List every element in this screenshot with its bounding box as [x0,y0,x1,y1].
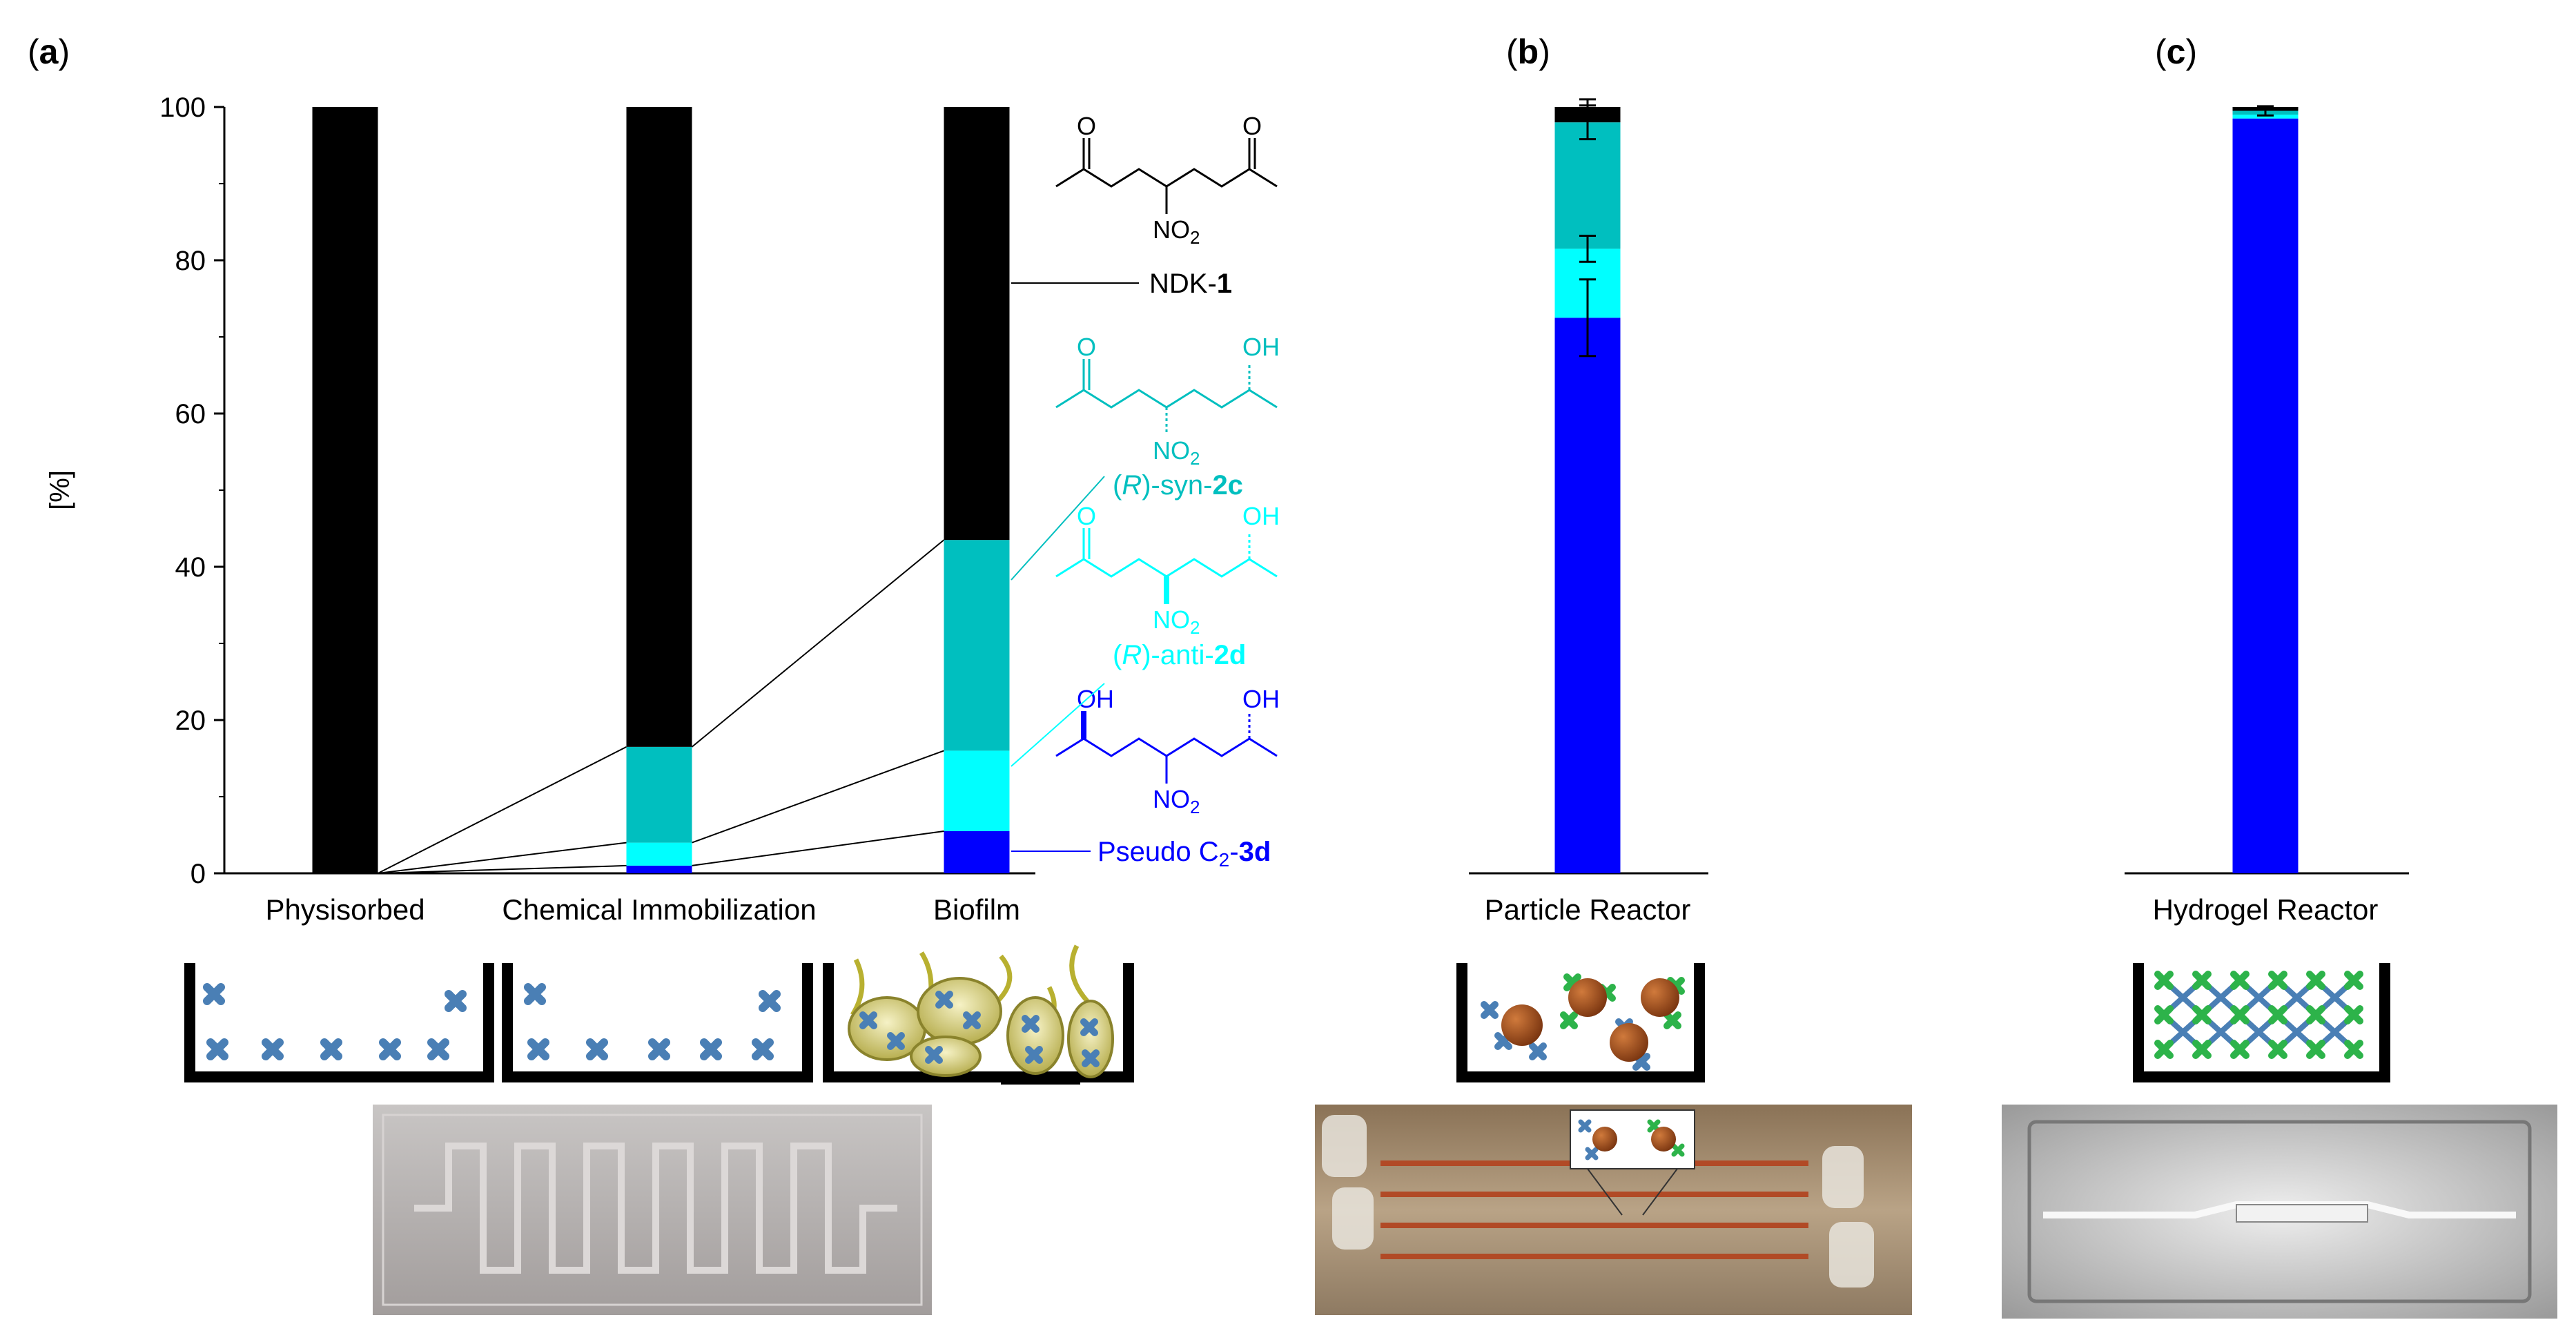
a-category-labels: Physisorbed Chemical Immobilization Biofil… [265,893,1020,926]
a-connector-line [378,864,627,874]
ndk1-no2: NO2 [1153,215,1200,248]
schematic-physisorbed [184,963,494,1082]
a-bar-segment-1-2 [944,750,1010,831]
mesh-node [2154,1005,2174,1024]
structure-syn2c [1055,359,1278,435]
a-bar-segment-1-1 [626,842,692,866]
mesh-node [2306,971,2325,990]
photo-chip-c [2002,1105,2557,1319]
a-connector-line [692,830,944,866]
a-y-axis-label: [%] [45,470,75,510]
b-category-label: Particle Reactor [1485,893,1691,926]
a-bar-segment-3-0 [312,107,378,873]
a-bar-segment-3-1 [626,107,692,747]
a-connector-line [378,842,627,874]
chart-c: Hydrogel Reactor [2125,105,2409,926]
a-bar-segment-2-2 [944,540,1010,751]
structure-pseudo3d [1055,711,1278,784]
mesh-node [2268,971,2287,990]
schematic-particle [1456,963,1705,1082]
pseudo3d-no2: NO2 [1153,785,1200,817]
a-bar-segment-0-2 [944,830,1010,873]
label-anti2d: (R)-anti-2d [1113,640,1246,670]
anti2d-no2: NO2 [1153,605,1200,638]
a-bar-segment-2-1 [626,746,692,843]
a-connectors [378,539,945,874]
syn2c-o: O [1077,333,1096,361]
hydrogel-mesh [2154,971,2363,1059]
schematic-hydrogel [2133,963,2390,1082]
b-bars [1554,107,1621,873]
mesh-node [2344,1040,2363,1059]
a-bar-segment-0-1 [626,865,692,873]
pseudo3d-oh-left: OH [1077,685,1114,713]
ndk1-o-right: O [1242,112,1262,140]
a-bars [312,107,1010,873]
a-y-tick-label: 100 [159,93,206,123]
schematic-biofilm [823,944,1134,1085]
ndk1-o-left: O [1077,112,1096,140]
label-syn2c: (R)-syn-2c [1113,470,1243,501]
panel-label-a: (a) [28,32,70,71]
syn2c-no2: NO2 [1153,436,1200,469]
mesh-node [2230,971,2250,990]
anti2d-oh: OH [1242,502,1280,530]
a-y-tick-label: 0 [191,859,206,889]
c-category-label: Hydrogel Reactor [2153,893,2379,926]
label-pseudo3d: Pseudo C2-3d [1097,837,1271,871]
a-y-tick-label: 80 [175,246,206,276]
a-category-label: Chemical Immobilization [502,893,816,926]
mesh-node [2230,1040,2250,1059]
label-ndk1: NDK-1 [1149,269,1232,299]
panel-label-c: (c) [2155,32,2197,71]
a-category-label: Biofilm [933,893,1020,926]
syn2c-leader [1011,476,1105,581]
mesh-node [2344,971,2363,990]
mesh-node [2268,1040,2287,1059]
chart-a: 0 20 40 60 80 100 [%] Physisorbed Chemical Imm… [45,93,1035,926]
a-y-tick-label: 20 [175,706,206,736]
mesh-node [2192,971,2212,990]
reactor-schematics [184,944,2390,1085]
photo-chip-a [373,1105,932,1315]
anti2d-leader [1011,683,1105,767]
structure-anti2d [1055,528,1278,604]
mesh-node [2306,1005,2325,1024]
mesh-node [2154,1040,2174,1059]
reactor-photos [373,1105,2557,1319]
mesh-node [2192,1005,2212,1024]
b-bar-segment-2 [1554,122,1621,249]
c-error-bars [2257,105,2274,117]
c-bar-segment-1 [2232,115,2299,119]
a-connector-line [378,746,627,874]
c-bar-segment-0 [2232,118,2299,873]
mesh-node [2344,1005,2363,1024]
a-y-tick-label: 40 [175,552,206,583]
a-category-label: Physisorbed [265,893,425,926]
a-connector-line [692,750,944,844]
enzyme-crosses-physisorbed [203,983,467,1060]
chart-b: Particle Reactor [1469,98,1708,926]
schematic-chemical [502,963,813,1082]
a-bar-segment-3-2 [944,107,1010,541]
pseudo3d-oh-right: OH [1242,685,1280,713]
mesh-node [2230,1005,2250,1024]
mesh-node [2306,1040,2325,1059]
b-bar-segment-0 [1554,318,1621,873]
anti2d-o: O [1077,502,1096,530]
a-connector-line [691,539,945,748]
mesh-node [2154,971,2174,990]
a-y-ticks: 0 20 40 60 80 100 [159,93,224,889]
a-y-tick-label: 60 [175,399,206,429]
c-bars [2232,107,2299,873]
photo-chip-b [1315,1105,1912,1315]
mesh-node [2268,1005,2287,1024]
structure-ndk1 [1055,138,1278,214]
syn2c-oh: OH [1242,333,1280,361]
structures: O O NO2 NDK-1 O OH NO2 (R)-syn-2c O OH N… [1011,112,1280,871]
panel-label-b: (b) [1506,32,1550,71]
b-error-bars [1579,98,1596,358]
mesh-node [2192,1040,2212,1059]
